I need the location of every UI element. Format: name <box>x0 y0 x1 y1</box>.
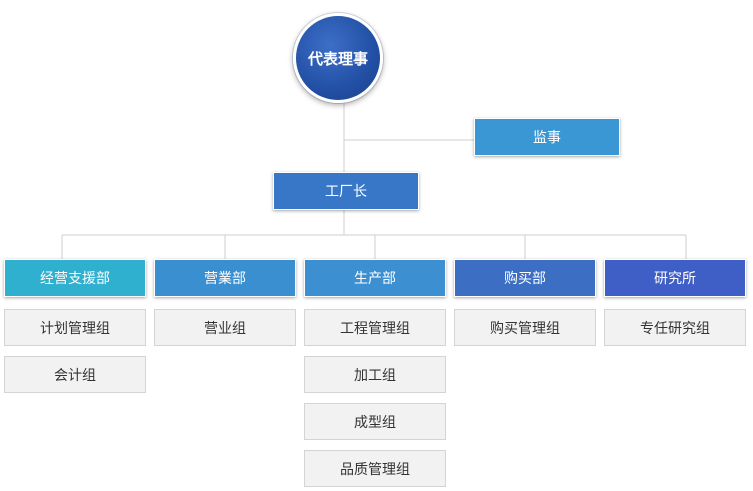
plant-manager-node: 工厂长 <box>273 172 419 210</box>
team-box: 营业组 <box>154 309 296 346</box>
team-box: 工程管理组 <box>304 309 446 346</box>
department-header: 生产部 <box>304 259 446 297</box>
team-box: 加工组 <box>304 356 446 393</box>
ceo-node: 代表理事 <box>293 13 383 103</box>
team-box: 专任研究组 <box>604 309 746 346</box>
department-header: 研究所 <box>604 259 746 297</box>
team-box: 计划管理组 <box>4 309 146 346</box>
department-header: 营業部 <box>154 259 296 297</box>
team-box: 成型组 <box>304 403 446 440</box>
department-header: 购买部 <box>454 259 596 297</box>
team-box: 购买管理组 <box>454 309 596 346</box>
auditor-node: 监事 <box>474 118 620 156</box>
team-box: 品质管理组 <box>304 450 446 487</box>
team-box: 会计组 <box>4 356 146 393</box>
department-header: 经营支援部 <box>4 259 146 297</box>
